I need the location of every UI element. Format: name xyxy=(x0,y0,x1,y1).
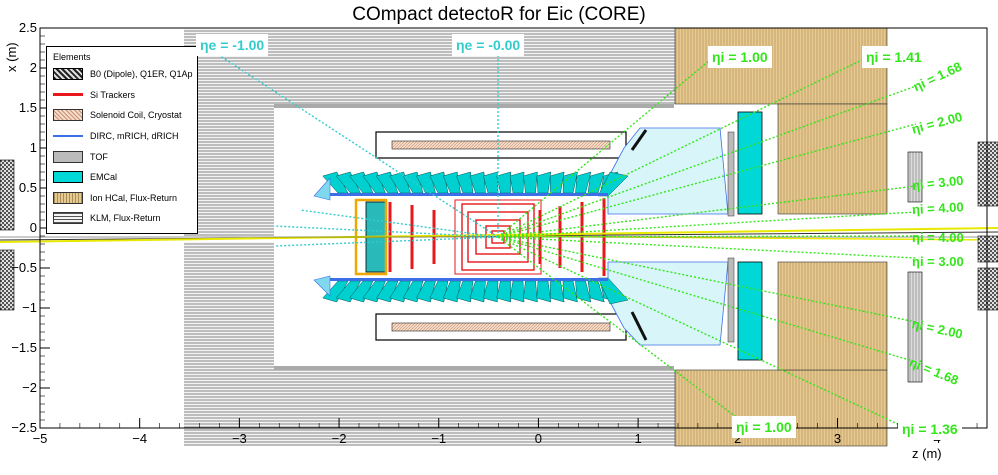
emcal-wedge xyxy=(549,171,565,194)
y-tick-label: −2 xyxy=(22,380,37,395)
eta-line-electron xyxy=(299,209,499,238)
legend-item: TOF xyxy=(47,146,197,167)
legend-swatch-dirc xyxy=(53,135,83,138)
legend-swatch-si xyxy=(53,93,83,97)
legend-item: B0 (Dipole), Q1ER, Q1Ap xyxy=(47,64,197,85)
mrich-bars xyxy=(630,129,648,341)
y-tick-label: −0.5 xyxy=(11,260,37,275)
eta-label: ηi = 1.00 xyxy=(708,46,772,68)
x-tick-label: −4 xyxy=(132,431,147,446)
emcal-wedge xyxy=(496,280,511,303)
eta-line-ion xyxy=(497,236,917,323)
legend-item: DIRC, mRICH, dRICH xyxy=(47,126,197,147)
emcal xyxy=(727,111,763,361)
x-tick-label: 1 xyxy=(634,431,641,446)
emcal-wedge xyxy=(549,280,565,303)
eta-line-ion xyxy=(497,236,917,259)
legend-swatch-klm xyxy=(53,212,83,225)
legend-label: TOF xyxy=(90,151,108,162)
eta-line-ion xyxy=(497,236,917,363)
eta-line-electron xyxy=(273,225,499,238)
y-tick-label: −1.5 xyxy=(11,340,37,355)
emcal-wedge xyxy=(536,280,552,303)
eta-line-ion xyxy=(497,123,917,238)
x-tick-label: 2 xyxy=(734,431,741,446)
legend-header: Elements xyxy=(53,52,91,62)
legend-item: Si Trackers xyxy=(47,85,197,106)
emcal-wedge xyxy=(562,280,578,303)
legend-item: EMCal xyxy=(47,167,197,188)
y-tick-label: 2.5 xyxy=(19,20,37,35)
eta-label: ηe = -0.00 xyxy=(452,34,525,56)
y-tick-label: −2.5 xyxy=(11,420,37,435)
emcal-wedge xyxy=(509,280,525,303)
eta-label: ηi = 1.36 xyxy=(898,418,962,440)
emcal-wedge xyxy=(523,171,538,194)
klm-flux-return xyxy=(184,28,675,446)
emcal-wedge xyxy=(509,171,525,194)
y-tick-label: 1 xyxy=(30,140,37,155)
plot-title: COmpact detectoR for Eic (CORE) xyxy=(352,4,646,25)
y-tick-label: −1 xyxy=(22,300,37,315)
legend-swatch-emcal xyxy=(53,171,83,184)
dirc xyxy=(330,193,608,281)
x-tick-label: −3 xyxy=(232,431,247,446)
legend-swatch-b0 xyxy=(53,68,83,81)
legend-swatch-hcal xyxy=(53,191,83,204)
eta-label: ηi = 1.00 xyxy=(732,416,796,438)
eta-label: ηi = 1.41 xyxy=(862,46,926,68)
eta-label: ηi = 4.00 xyxy=(911,199,964,217)
eta-label: ηe = -1.00 xyxy=(196,34,269,56)
legend-item: Solenoid Coil, Cryostat xyxy=(47,105,197,126)
y-axis-title: x (m) xyxy=(4,42,19,72)
x-tick-label: −5 xyxy=(33,431,48,446)
emcal-wedge xyxy=(562,171,578,194)
legend-swatch-tof xyxy=(53,150,83,163)
y-tick-label: 0 xyxy=(30,220,37,235)
emcal-wedge xyxy=(523,280,538,303)
eta-line-electron xyxy=(275,236,499,247)
legend: Elements B0 (Dipole), Q1ER, Q1Ap Si Trac… xyxy=(46,46,198,234)
eta-line-ion xyxy=(497,235,917,238)
legend-label: B0 (Dipole), Q1ER, Q1Ap xyxy=(90,69,193,80)
emcal-wedge xyxy=(496,171,511,194)
legend-item: KLM, Flux-Return xyxy=(47,208,197,229)
far-magnets xyxy=(0,141,998,383)
legend-swatch-coil xyxy=(53,109,83,122)
x-axis-title: z (m) xyxy=(912,446,942,461)
emcal-wedge xyxy=(536,171,552,194)
eta-line-ion xyxy=(497,55,871,238)
legend-label: Solenoid Coil, Cryostat xyxy=(90,110,182,121)
x-tick-label: −2 xyxy=(332,431,347,446)
legend-item: Ion HCal, Flux-Return xyxy=(47,188,197,209)
x-tick-label: 3 xyxy=(834,431,841,446)
eta-label: ηi = 4.00 xyxy=(912,230,964,245)
y-tick-label: 0.5 xyxy=(19,180,37,195)
eta-lines xyxy=(207,47,917,427)
legend-label: EMCal xyxy=(90,172,118,183)
y-tick-label: 2 xyxy=(30,60,37,75)
x-tick-label: 0 xyxy=(535,431,542,446)
eta-line-electron xyxy=(207,47,499,238)
legend-label: KLM, Flux-Return xyxy=(90,213,161,224)
eta-line-ion xyxy=(497,236,741,421)
eta-line-ion xyxy=(497,211,917,238)
solenoid-coil xyxy=(375,131,627,341)
legend-label: DIRC, mRICH, dRICH xyxy=(90,131,179,142)
x-tick-label: −1 xyxy=(431,431,446,446)
y-tick-label: 1.5 xyxy=(19,100,37,115)
legend-label: Si Trackers xyxy=(90,89,136,100)
eta-label: ηi = 3.00 xyxy=(912,254,964,269)
legend-label: Ion HCal, Flux-Return xyxy=(90,192,178,203)
